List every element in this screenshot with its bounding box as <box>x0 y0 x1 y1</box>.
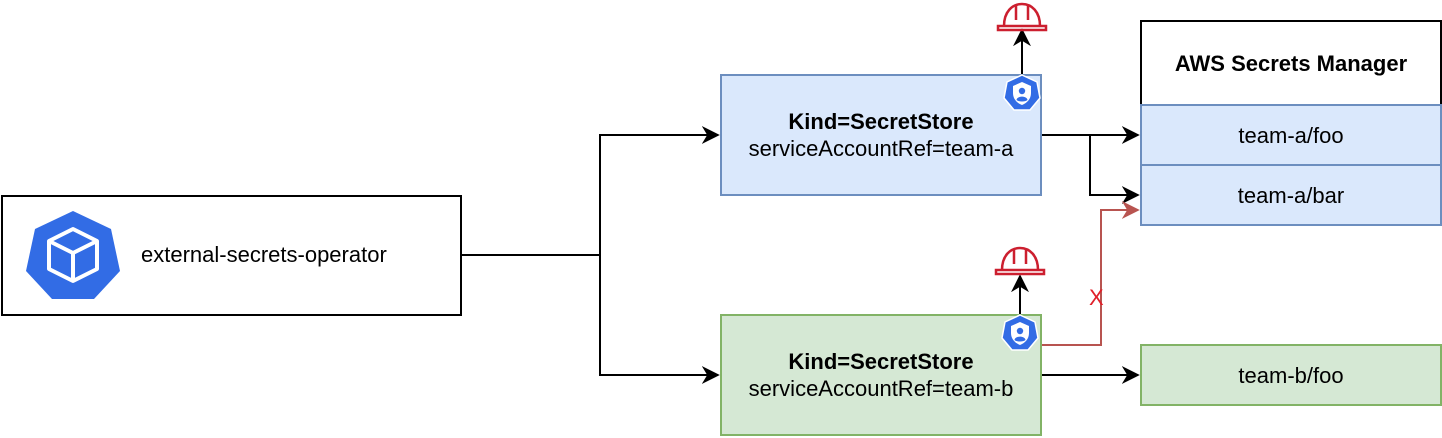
secret-store-team-a: Kind=SecretStore serviceAccountRef=team-… <box>720 74 1042 196</box>
store-a-service-account: serviceAccountRef=team-a <box>748 136 1014 161</box>
secret-team-a-foo: team-a/foo <box>1140 104 1442 166</box>
service-account-icon <box>1001 314 1039 351</box>
store-a-kind: Kind=SecretStore <box>788 109 974 134</box>
operator-node: external-secrets-operator <box>1 195 462 316</box>
secret-team-b-foo-label: team-b/foo <box>1238 362 1344 388</box>
kubernetes-cube-icon <box>26 211 120 299</box>
aws-secrets-manager-header: AWS Secrets Manager <box>1140 20 1442 106</box>
operator-label: external-secrets-operator <box>141 242 387 267</box>
iam-role-helmet-icon <box>994 246 1046 276</box>
aws-title: AWS Secrets Manager <box>1174 50 1408 76</box>
store-b-service-account: serviceAccountRef=team-b <box>748 376 1014 401</box>
secret-team-a-bar-label: team-a/bar <box>1237 182 1345 208</box>
service-account-icon <box>1003 74 1041 111</box>
edge-operator-to-store-a <box>599 126 720 255</box>
secret-team-b-foo: team-b/foo <box>1140 344 1442 406</box>
edge-store-a-to-team-a-bar <box>1089 135 1140 204</box>
store-b-kind: Kind=SecretStore <box>788 349 974 374</box>
secret-team-a-bar: team-a/bar <box>1140 164 1442 226</box>
edge-store-b-denied-team-a-bar <box>1042 201 1140 346</box>
secret-store-team-b: Kind=SecretStore serviceAccountRef=team-… <box>720 314 1042 436</box>
secret-team-a-foo-label: team-a/foo <box>1238 122 1344 148</box>
iam-role-helmet-icon <box>996 2 1048 32</box>
edge-operator-to-store-b <box>599 255 720 384</box>
access-denied-marker: X <box>1089 285 1104 310</box>
